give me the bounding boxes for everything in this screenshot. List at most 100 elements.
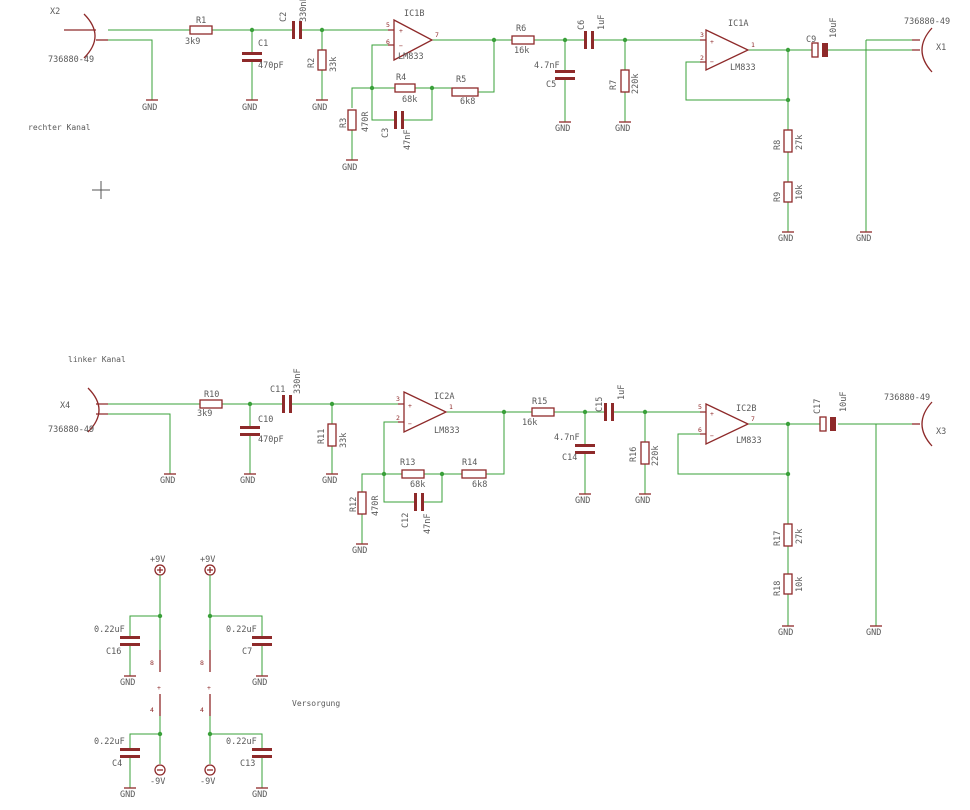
ic2b-pin6: 6 [698, 426, 702, 434]
ic2a-pin1: 1 [449, 403, 453, 411]
gnd-label: GND [635, 496, 650, 506]
ic2b-pin7: 7 [751, 415, 755, 423]
jack-x2: X2 736880-49 [48, 7, 108, 65]
resistor-r8: R8 27k [773, 129, 805, 153]
r7-value: 220k [631, 74, 641, 94]
left-channel: X4 736880-49 R10 3k9 C10 470pF C11 330nF… [48, 355, 946, 638]
r5-name: R5 [456, 75, 466, 85]
gnd-label: GND [252, 790, 267, 800]
vminus-label: -9V [200, 777, 215, 787]
gnd-label: GND [778, 234, 793, 244]
ic2b-minus: − [710, 432, 714, 440]
ic1b-name: IC1B [404, 9, 424, 19]
capacitor-c7: 0.22uF C7 [226, 625, 272, 657]
ic1b-plus: + [399, 27, 403, 35]
ic2a-pin2: 2 [396, 414, 400, 422]
r15-name: R15 [532, 397, 547, 407]
resistor-r16: R16 220k [629, 441, 661, 466]
pin-4-ic2: 4 [200, 706, 204, 714]
pin-8-ic2: 8 [200, 659, 204, 667]
resistor-r1: R1 3k9 [185, 16, 213, 47]
r11-name: R11 [317, 429, 327, 444]
capacitor-c1: C1 470pF [242, 39, 284, 71]
c3-name: C3 [381, 128, 391, 138]
r8-value: 27k [795, 135, 805, 150]
ic2b-pin5: 5 [698, 403, 702, 411]
gnd-label: GND [252, 678, 267, 688]
ic2a-pin3: 3 [396, 395, 400, 403]
supply-plus-ic1: + [157, 684, 161, 692]
gnd-label: GND [160, 476, 175, 486]
ic1a-value: LM833 [730, 63, 756, 73]
x1-name: X1 [936, 43, 946, 53]
capacitor-c12: C12 47nF [401, 493, 433, 534]
c7-name: C7 [242, 647, 252, 657]
jack-x1: 736880-49 X1 [904, 17, 950, 73]
right-channel: X2 736880-49 R1 3k9 C1 470pF C2 330nF R2 [28, 0, 950, 244]
gnd-label: GND [120, 790, 135, 800]
r3-name: R3 [339, 118, 349, 128]
r9-name: R9 [773, 192, 783, 202]
c4-value: 0.22uF [94, 737, 125, 747]
resistor-r9: R9 10k [773, 181, 805, 203]
ic2a-minus: − [408, 420, 412, 428]
r14-name: R14 [462, 458, 477, 468]
capacitor-c14: 4.7nF C14 [554, 433, 595, 463]
c13-value: 0.22uF [226, 737, 257, 747]
gnd-label: GND [778, 628, 793, 638]
ic2b-value: LM833 [736, 436, 762, 446]
ic1b-pin6: 6 [386, 38, 390, 46]
capacitor-c9: C9 10uF [806, 18, 839, 58]
gnd-label: GND [322, 476, 337, 486]
x2-value: 736880-49 [48, 55, 94, 65]
ic1b-value: LM833 [398, 52, 424, 62]
capacitor-c6: C6 1uF [577, 15, 607, 49]
note-versorgung: Versorgung [292, 699, 340, 708]
r5-value: 6k8 [460, 97, 475, 107]
c12-name: C12 [401, 513, 411, 528]
c14-name: C14 [562, 453, 577, 463]
jack-x3: 736880-49 X3 [884, 393, 946, 447]
gnd-label: GND [615, 124, 630, 134]
ic2a-name: IC2A [434, 392, 454, 402]
resistor-r12: R12 470R [349, 491, 381, 516]
gnd-label: GND [242, 103, 257, 113]
x4-value: 736880-49 [48, 425, 94, 435]
resistor-r13: R13 68k [400, 458, 425, 490]
c16-value: 0.22uF [94, 625, 125, 635]
ic1a-minus: − [710, 58, 714, 66]
r13-value: 68k [410, 480, 425, 490]
gnd-label: GND [352, 546, 367, 556]
resistor-r17: R17 27k [773, 523, 805, 547]
capacitor-c13: 0.22uF C13 [226, 737, 272, 769]
r10-name: R10 [204, 390, 219, 400]
pin-4-ic1: 4 [150, 706, 154, 714]
r14-value: 6k8 [472, 480, 487, 490]
r10-value: 3k9 [197, 409, 212, 419]
vplus-label: +9V [200, 555, 215, 565]
r3-value: 470R [361, 111, 371, 132]
c5-name: C5 [546, 80, 556, 90]
gnd-label: GND [312, 103, 327, 113]
x2-name: X2 [50, 7, 60, 17]
ic1a-pin1: 1 [751, 41, 755, 49]
r16-value: 220k [651, 446, 661, 466]
gnd-label: GND [240, 476, 255, 486]
c13-name: C13 [240, 759, 255, 769]
r11-value: 33k [339, 433, 349, 448]
capacitor-c3: C3 47nF [381, 111, 413, 150]
x3-value: 736880-49 [884, 393, 930, 403]
r15-value: 16k [522, 418, 537, 428]
r17-value: 27k [795, 529, 805, 544]
resistor-r5: R5 6k8 [451, 75, 479, 107]
capacitor-c4: 0.22uF C4 [94, 737, 140, 769]
c17-name: C17 [813, 399, 823, 414]
ic1b-pin5: 5 [386, 21, 390, 29]
gnd-group-left: GND GND GND GND GND GND GND GND [160, 473, 882, 638]
resistor-r7: R7 220k [609, 69, 641, 94]
c15-value: 1uF [617, 385, 627, 400]
resistor-r18: R18 10k [773, 573, 805, 596]
c1-name: C1 [258, 39, 268, 49]
capacitor-c15: C15 1uF [595, 385, 627, 421]
note-rechter-kanal: rechter Kanal [28, 123, 91, 132]
